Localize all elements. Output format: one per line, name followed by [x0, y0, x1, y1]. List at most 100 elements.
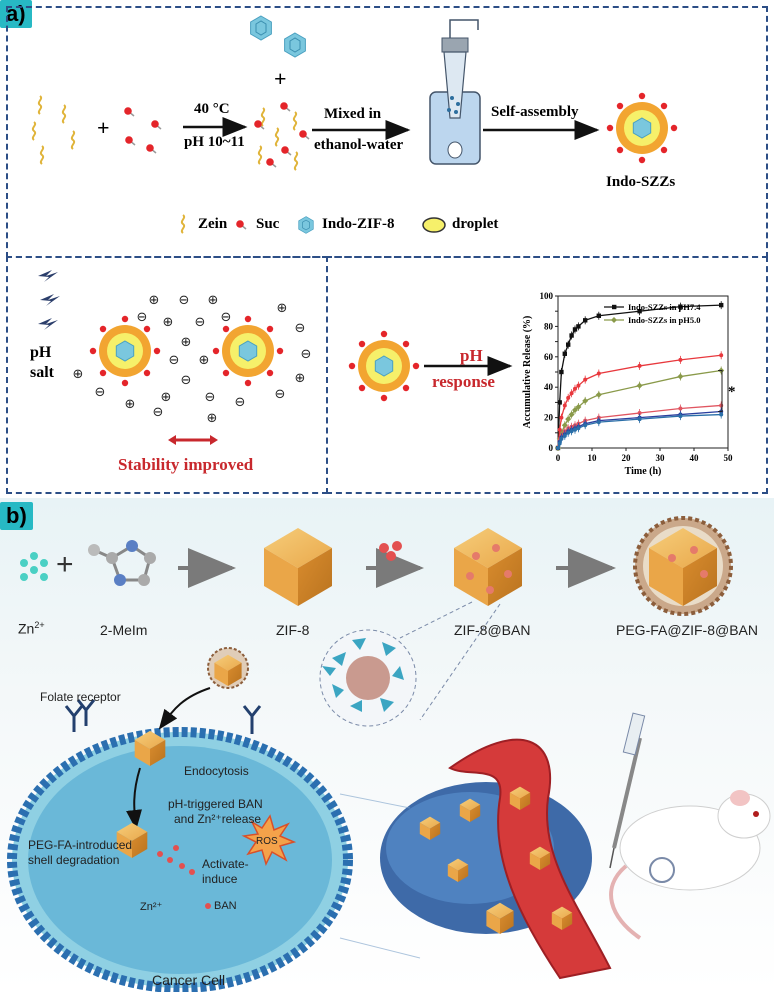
x-tick-label: 50	[724, 453, 734, 463]
self-assembly-label: Self-assembly	[491, 104, 579, 120]
legend-marker	[611, 317, 617, 323]
data-point	[583, 423, 588, 428]
release-label-2: and Zn²⁺release	[174, 812, 262, 826]
data-point	[576, 426, 581, 431]
data-point	[636, 382, 643, 389]
legend-droplet: droplet	[452, 216, 499, 232]
y-axis-label: Accumulative Release (%)	[522, 316, 533, 429]
data-point	[719, 403, 724, 408]
data-point	[569, 391, 574, 396]
data-point	[566, 395, 571, 400]
stability-salt-label: salt	[30, 364, 54, 381]
data-point	[637, 411, 642, 416]
data-point	[637, 363, 642, 368]
data-point	[637, 417, 642, 422]
svg-text:⊖: ⊖	[275, 387, 286, 402]
legend-marker	[612, 304, 617, 310]
data-point	[561, 422, 568, 429]
y-tick-label: 0	[549, 443, 554, 453]
svg-text:⊖: ⊖	[221, 310, 232, 325]
ph-response-top: pH	[460, 346, 483, 365]
data-point	[572, 407, 578, 413]
shell-label-1: PEG-FA-introduced	[28, 838, 133, 852]
legend-label-0: Indo-SZZs in pH7.4	[628, 302, 701, 312]
y-tick-label: 40	[544, 382, 554, 392]
shell-label-2: shell degradation	[28, 853, 120, 867]
condition-ph: pH 10~11	[184, 134, 245, 150]
svg-text:⊕: ⊕	[181, 335, 192, 350]
data-point	[576, 383, 581, 388]
release-label-1: pH-triggered BAN	[168, 797, 263, 811]
svg-text:⊕: ⊕	[163, 315, 174, 330]
data-point	[572, 327, 578, 332]
data-point	[559, 369, 564, 375]
x-axis-label: Time (h)	[625, 466, 662, 477]
ros-label: ROS	[256, 836, 278, 847]
significance-bracket	[718, 369, 723, 413]
data-point	[557, 427, 562, 432]
svg-text:⊕: ⊕	[207, 411, 218, 426]
melm-label: 2-MeIm	[100, 622, 148, 638]
svg-text:⊕: ⊕	[208, 293, 219, 308]
stability-graphic: ⊕⊖⊕ ⊖⊖ ⊕⊖ ⊕⊖⊕ ⊖⊕⊖ ⊖⊕⊖ ⊖⊕⊖ ⊕⊖ ⊕⊕⊖	[38, 270, 312, 445]
zn-label-sup: 2+	[34, 620, 45, 630]
data-point	[678, 406, 683, 411]
peg-fa-label: PEG-FA@ZIF-8@BAN	[616, 622, 758, 638]
x-tick-label: 30	[656, 453, 666, 463]
data-point	[569, 429, 574, 434]
data-point	[582, 397, 589, 404]
mix-label-top: Mixed in	[324, 106, 382, 122]
svg-text:⊕: ⊕	[73, 367, 84, 382]
svg-text:⊖: ⊖	[301, 347, 312, 362]
data-point	[573, 427, 577, 432]
data-point	[678, 357, 683, 362]
data-point	[568, 411, 575, 418]
svg-text:⊕: ⊕	[295, 371, 306, 386]
data-point	[583, 377, 588, 382]
data-point	[677, 373, 684, 380]
x-tick-label: 20	[622, 453, 632, 463]
data-point	[569, 333, 574, 338]
svg-text:⊖: ⊖	[95, 385, 106, 400]
svg-text:⊖: ⊖	[137, 310, 148, 325]
condition-temperature: 40 °C	[194, 101, 230, 117]
data-point	[573, 386, 577, 391]
data-point	[596, 420, 601, 425]
legend-zein: Zein	[198, 216, 228, 232]
plus-sign-2: +	[274, 66, 287, 91]
svg-text:⊕: ⊕	[277, 301, 288, 316]
y-tick-label: 80	[544, 321, 554, 331]
y-tick-label: 60	[544, 352, 554, 362]
stability-caption: Stability improved	[118, 455, 254, 474]
data-point	[562, 433, 567, 438]
zif8-ban-label: ZIF-8@BAN	[454, 622, 531, 638]
data-point	[557, 441, 562, 446]
data-point	[566, 342, 571, 347]
data-point	[583, 318, 588, 323]
data-point	[556, 446, 560, 450]
data-point	[719, 353, 724, 358]
data-point	[596, 371, 601, 376]
data-point	[562, 351, 567, 356]
data-point	[565, 416, 572, 423]
data-point	[566, 430, 571, 435]
data-point	[595, 391, 602, 398]
y-tick-label: 20	[544, 413, 554, 423]
data-point	[575, 403, 582, 410]
svg-text:⊕: ⊕	[149, 293, 160, 308]
svg-text:⊖: ⊖	[235, 395, 246, 410]
panel-a-bottom-right-frame	[326, 256, 768, 494]
zif8-label: ZIF-8	[276, 622, 310, 638]
synthesis-scheme-graphic	[31, 15, 678, 234]
svg-text:⊖: ⊖	[205, 390, 216, 405]
ban-legend-label: BAN	[214, 900, 237, 912]
svg-text:⊕: ⊕	[161, 390, 172, 405]
svg-text:⊖: ⊖	[181, 373, 192, 388]
data-point	[557, 400, 562, 405]
data-point	[559, 415, 564, 420]
ph-response-graphic	[348, 330, 513, 402]
product-label: Indo-SZZs	[606, 174, 676, 190]
data-point	[576, 324, 581, 329]
zn-label: Zn2+	[18, 620, 45, 637]
